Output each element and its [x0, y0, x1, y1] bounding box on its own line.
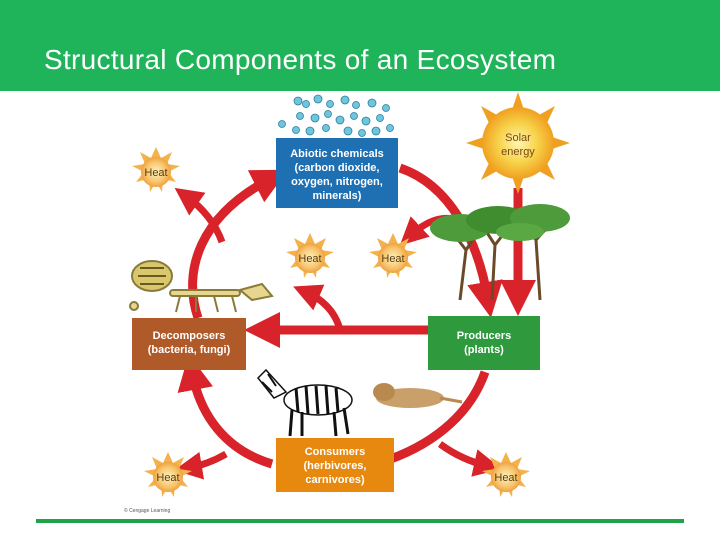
heat-arrow-bottom-right: [440, 444, 488, 466]
decomposers-box: Decomposers (bacteria, fungi): [132, 318, 246, 370]
consumers-box: Consumers (herbivores, carnivores): [276, 438, 394, 492]
abiotic-line-2: (carbon dioxide,: [295, 162, 380, 174]
consumers-line-1: Consumers: [305, 446, 366, 458]
skeleton-illustration: [130, 261, 272, 312]
sun-line-1: Solar: [505, 132, 531, 144]
abiotic-line-4: minerals): [313, 190, 362, 202]
abiotic-box: Abiotic chemicals (carbon dioxide, oxyge…: [276, 138, 398, 208]
heat-badge-bottom-left: Heat: [144, 452, 192, 497]
heat-arrow-bottom-left: [188, 454, 226, 468]
heat-arrow-mid: [306, 292, 340, 330]
decomposers-line-2: (bacteria, fungi): [148, 344, 231, 356]
sun-icon: Solar energy: [466, 92, 570, 194]
heat-badge-mid-left: Heat: [286, 233, 334, 278]
heat-label: Heat: [298, 253, 321, 265]
heat-label: Heat: [381, 253, 404, 265]
producers-box: Producers (plants): [428, 316, 540, 370]
heat-label: Heat: [494, 472, 517, 484]
credit-text: © Cengage Learning: [124, 507, 170, 514]
heat-badge-top-left: Heat: [132, 147, 180, 192]
producers-line-1: Producers: [457, 330, 511, 342]
heat-label: Heat: [156, 472, 179, 484]
decomposers-line-1: Decomposers: [153, 330, 226, 342]
heat-badge-mid-right: Heat: [369, 233, 417, 278]
abiotic-line-1: Abiotic chemicals: [290, 148, 384, 160]
consumers-line-3: carnivores): [305, 474, 365, 486]
bottom-rule: [36, 519, 684, 523]
heat-label: Heat: [144, 167, 167, 179]
sun-line-2: energy: [501, 146, 535, 158]
heat-badge-bottom-right: Heat: [482, 452, 530, 497]
abiotic-line-3: oxygen, nitrogen,: [291, 176, 383, 188]
tree-illustration: [430, 204, 570, 300]
arrow-consumers-to-decomposers: [192, 372, 272, 464]
producers-line-2: (plants): [464, 344, 504, 356]
molecule-cluster: [279, 95, 394, 137]
lion-illustration: [373, 383, 462, 408]
zebra-illustration: [258, 370, 352, 436]
consumers-line-2: (herbivores,: [304, 460, 367, 472]
